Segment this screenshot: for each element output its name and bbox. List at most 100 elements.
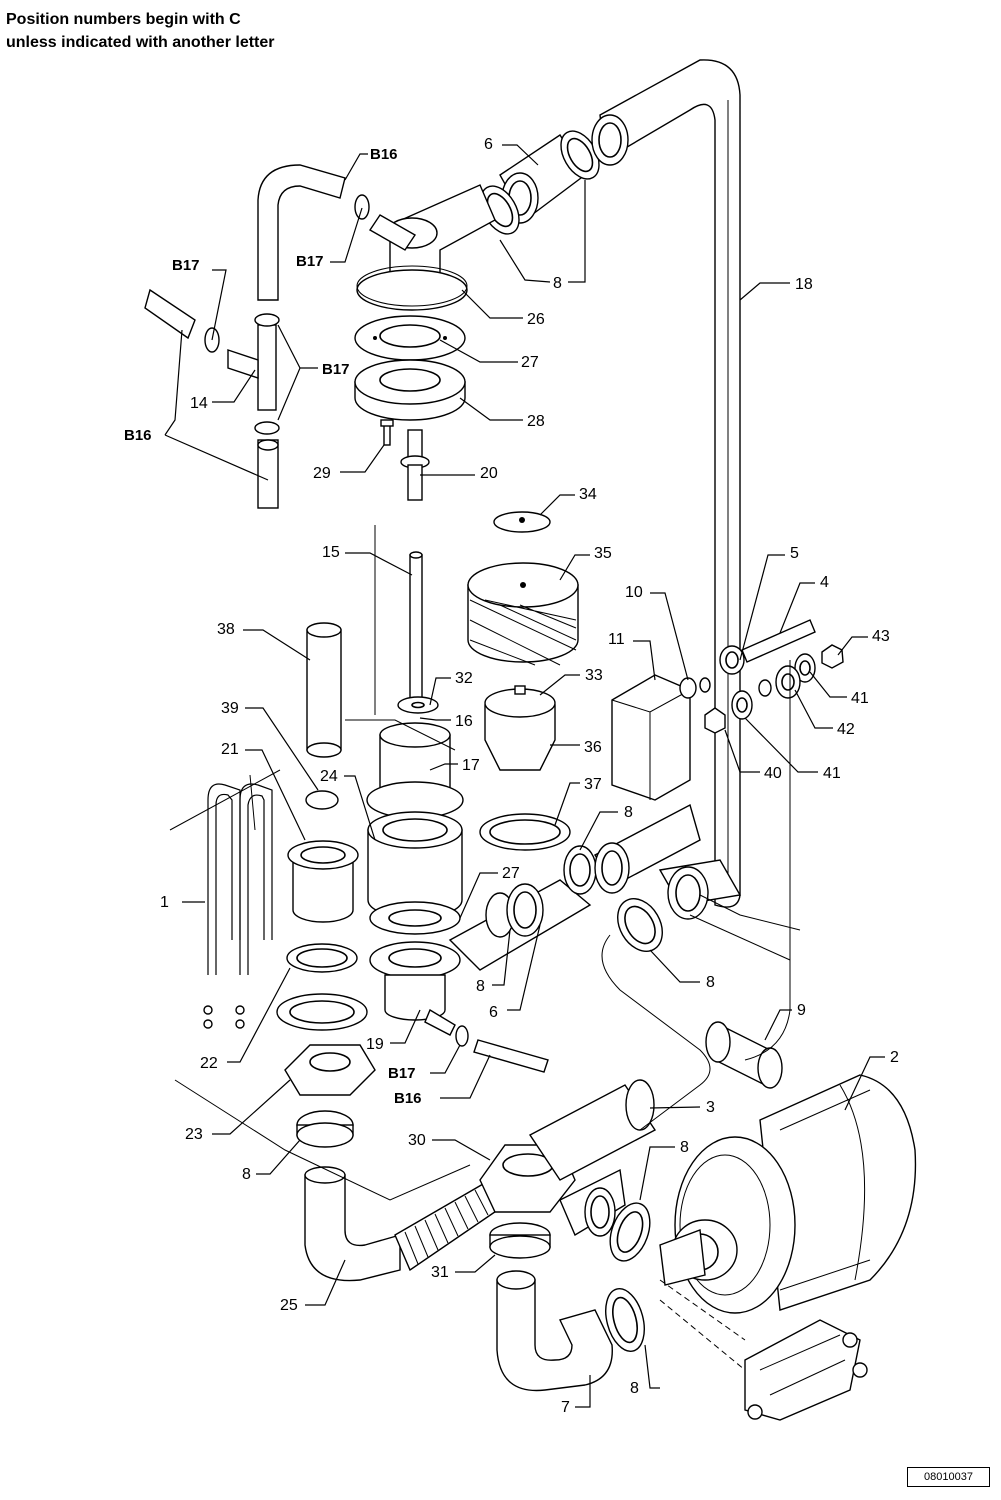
lbl-7: 7 xyxy=(561,1399,570,1416)
lbl-21: 21 xyxy=(221,741,239,758)
washer-42 xyxy=(775,665,801,699)
document-number: 08010037 xyxy=(907,1467,990,1487)
lbl-36: 36 xyxy=(584,739,602,756)
lbl-8-d: 8 xyxy=(476,978,485,995)
position-note: Position numbers begin with C unless ind… xyxy=(6,8,275,54)
note-line-1: Position numbers begin with C xyxy=(6,11,241,28)
lbl-23: 23 xyxy=(185,1126,203,1143)
lbl-38: 38 xyxy=(217,621,235,638)
lbl-1: 1 xyxy=(160,894,169,911)
clamp-8-c xyxy=(617,898,663,952)
clamp-8-e xyxy=(609,1202,651,1262)
lbl-37: 37 xyxy=(584,776,602,793)
tube-3 xyxy=(528,1079,657,1181)
lbl-26: 26 xyxy=(527,311,545,328)
elbow-26 xyxy=(369,184,496,291)
washer-41-b xyxy=(731,690,753,720)
flange-19 xyxy=(369,941,461,1036)
flange-28 xyxy=(354,359,466,421)
washer-32 xyxy=(397,696,439,714)
hose-b16-bottom xyxy=(473,1039,549,1073)
lbl-16: 16 xyxy=(455,713,473,730)
lbl-31: 31 xyxy=(431,1264,449,1281)
rod-4 xyxy=(741,619,816,663)
washer-41-a xyxy=(794,653,816,683)
lbl-2: 2 xyxy=(890,1049,899,1066)
lbl-8-top: 8 xyxy=(553,275,562,292)
lbl-29: 29 xyxy=(313,465,331,482)
rod-15 xyxy=(409,551,423,701)
lbl-5: 5 xyxy=(790,545,799,562)
ring-b17-d xyxy=(455,1025,469,1047)
ring-b17-a xyxy=(354,194,370,220)
hose-b16-left xyxy=(144,288,220,353)
lbl-27-mid: 27 xyxy=(502,865,520,882)
tube-38 xyxy=(306,622,342,758)
lbl-27-top: 27 xyxy=(521,354,539,371)
lbl-20: 20 xyxy=(480,465,498,482)
clamp-8-mid xyxy=(563,845,597,895)
tube-3-lower xyxy=(559,1168,626,1237)
filter-35 xyxy=(467,562,579,666)
note-line-2: unless indicated with another letter xyxy=(6,34,275,51)
lbl-4: 4 xyxy=(820,574,829,591)
clamp-8-g xyxy=(605,1288,645,1352)
lbl-35: 35 xyxy=(594,545,612,562)
pump-motor-2 xyxy=(659,1074,917,1314)
lbl-42: 42 xyxy=(837,721,855,738)
adapter-21 xyxy=(287,840,359,923)
lbl-3: 3 xyxy=(706,1099,715,1116)
screw-29 xyxy=(380,419,394,446)
lbl-8-mid: 8 xyxy=(624,804,633,821)
hose-7 xyxy=(496,1270,613,1392)
lbl-43: 43 xyxy=(872,628,890,645)
lbl-41-b: 41 xyxy=(823,765,841,782)
lbl-6-mid: 6 xyxy=(489,1004,498,1021)
clamp-8-top-b xyxy=(560,130,600,180)
bolt-40 xyxy=(704,707,726,734)
lbl-40: 40 xyxy=(764,765,782,782)
lbl-8-c: 8 xyxy=(706,974,715,991)
pipe-end-top xyxy=(591,114,629,166)
pipe-18-lower xyxy=(658,859,742,920)
pump-body-24 xyxy=(367,811,463,919)
lbl-39: 39 xyxy=(221,700,239,717)
nut-43 xyxy=(821,644,844,669)
lbl-6-top: 6 xyxy=(484,136,493,153)
gasket-22 xyxy=(276,943,368,1031)
lbl-10: 10 xyxy=(625,584,643,601)
nut-23 xyxy=(284,1044,376,1096)
hose-b16-top xyxy=(257,164,346,301)
clamp-8-f xyxy=(296,1110,354,1148)
gasket-27-mid xyxy=(369,901,461,935)
lbl-9: 9 xyxy=(797,1002,806,1019)
flange-26 xyxy=(356,265,468,311)
lbl-32: 32 xyxy=(455,670,473,687)
lbl-22: 22 xyxy=(200,1055,218,1072)
lbl-b17-a: B17 xyxy=(296,253,324,270)
lbl-14: 14 xyxy=(190,395,208,412)
oring-39 xyxy=(305,790,339,810)
lbl-8-f: 8 xyxy=(242,1166,251,1183)
lbl-8-g: 8 xyxy=(630,1380,639,1397)
oring-37 xyxy=(479,813,571,851)
small-disc xyxy=(758,679,772,697)
cap-34 xyxy=(493,511,551,533)
lbl-28: 28 xyxy=(527,413,545,430)
lbl-b17-c: B17 xyxy=(322,361,350,378)
lbl-15: 15 xyxy=(322,544,340,561)
lbl-11: 11 xyxy=(608,631,625,648)
lbl-8-e: 8 xyxy=(680,1139,689,1156)
gasket-27-top xyxy=(354,315,466,361)
lbl-b16-top: B16 xyxy=(370,146,398,163)
lbl-b16-bot: B16 xyxy=(394,1090,422,1107)
valve-assembly xyxy=(744,1319,868,1421)
shaft-20 xyxy=(400,429,430,501)
lbl-34: 34 xyxy=(579,486,597,503)
hose-25 xyxy=(304,1166,401,1282)
lbl-18: 18 xyxy=(795,276,813,293)
lbl-33: 33 xyxy=(585,667,603,684)
hose-6-mid xyxy=(448,879,592,971)
